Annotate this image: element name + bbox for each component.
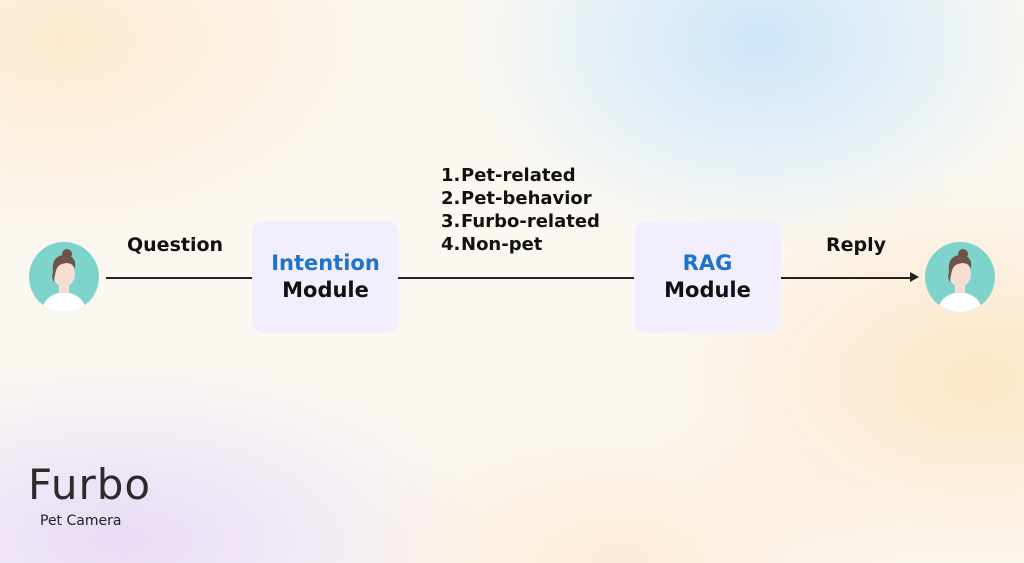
intention-module-suffix: Module bbox=[282, 278, 369, 302]
category-number: 1. bbox=[441, 165, 461, 186]
brand-name: Furbo bbox=[28, 460, 152, 509]
arrowhead-icon bbox=[910, 272, 919, 282]
reply-label: Reply bbox=[826, 234, 887, 256]
brand-logo: Furbo Pet Camera bbox=[28, 457, 152, 529]
category-item: 4.Non-pet bbox=[441, 233, 600, 256]
category-number: 4. bbox=[441, 234, 461, 255]
brand-tagline: Pet Camera bbox=[40, 513, 122, 529]
intention-module-name: Intention bbox=[271, 251, 380, 275]
reply-connector bbox=[781, 277, 913, 279]
question-connector bbox=[106, 277, 252, 279]
category-label: Pet-related bbox=[461, 165, 576, 186]
intention-module-box: Intention Module bbox=[252, 221, 399, 333]
question-label: Question bbox=[127, 234, 224, 256]
category-number: 3. bbox=[441, 211, 461, 232]
user-avatar-icon bbox=[29, 242, 99, 312]
category-item: 2.Pet-behavior bbox=[441, 187, 600, 210]
category-label: Furbo-related bbox=[461, 211, 600, 232]
rag-module-name: RAG bbox=[682, 251, 733, 275]
rag-module-suffix: Module bbox=[664, 278, 751, 302]
user-avatar-icon bbox=[925, 242, 995, 312]
category-list: 1.Pet-related 2.Pet-behavior 3.Furbo-rel… bbox=[441, 164, 600, 256]
category-connector bbox=[398, 277, 634, 279]
category-label: Non-pet bbox=[461, 234, 543, 255]
category-item: 3.Furbo-related bbox=[441, 210, 600, 233]
category-item: 1.Pet-related bbox=[441, 164, 600, 187]
category-label: Pet-behavior bbox=[461, 188, 592, 209]
category-number: 2. bbox=[441, 188, 461, 209]
rag-module-box: RAG Module bbox=[634, 221, 781, 333]
